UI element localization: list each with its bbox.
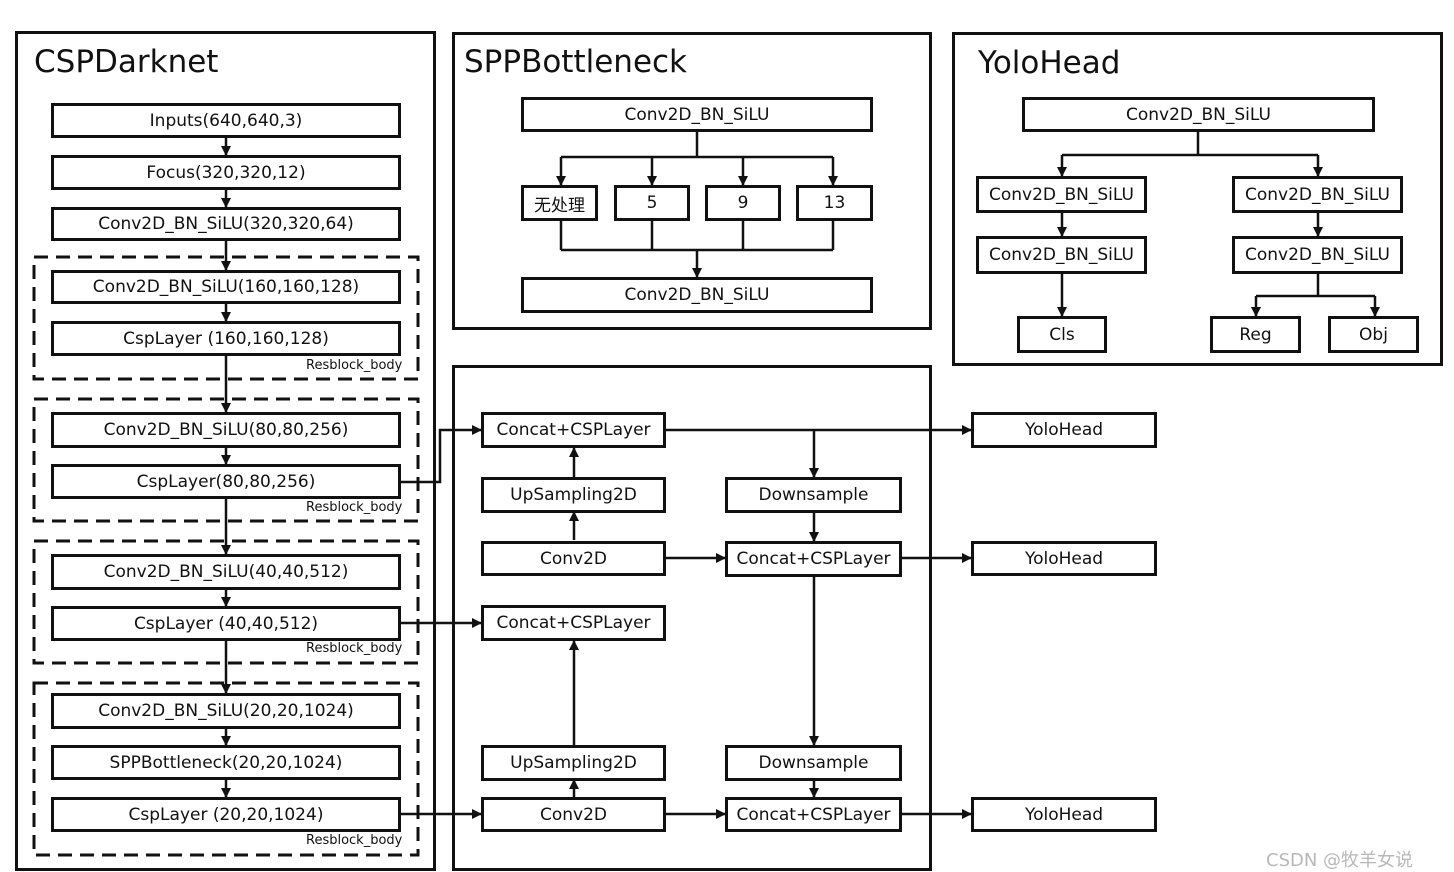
resblock-3-csp-label: CspLayer (40,40,512): [133, 613, 319, 634]
neck-concat-mid-label: Concat+CSPLayer: [496, 613, 651, 633]
resblock-4-spp-label: SPPBottleneck(20,20,1024): [109, 752, 343, 773]
yolohead-panel: [952, 32, 1443, 366]
resblock-4-label: Resblock_body: [304, 833, 405, 848]
head-cls-label: Cls: [1049, 324, 1075, 345]
neck-concat-pan-bottom-box: Concat+CSPLayer: [725, 797, 902, 832]
head-conv-top-box: Conv2D_BN_SiLU: [1022, 97, 1375, 132]
resblock-1-conv-box: Conv2D_BN_SiLU(160,160,128): [51, 270, 401, 304]
neck-concat-pan-bottom-label: Concat+CSPLayer: [736, 804, 891, 825]
neck-concat-top-box: Concat+CSPLayer: [481, 412, 666, 448]
neck-downsample-bottom-label: Downsample: [758, 753, 869, 773]
output-yolohead-2-box: YoloHead: [971, 541, 1157, 576]
neck-upsample-bottom-box: UpSampling2D: [481, 745, 666, 781]
resblock-1-csp-box: CspLayer (160,160,128): [51, 321, 401, 356]
resblock-group-4: [32, 681, 420, 857]
spp-branch-5-box: 5: [614, 185, 690, 221]
resblock-2-conv-label: Conv2D_BN_SiLU(80,80,256): [103, 420, 349, 440]
spp-conv-top-label: Conv2D_BN_SiLU: [624, 104, 770, 125]
spp-conv-top-box: Conv2D_BN_SiLU: [521, 97, 873, 132]
neck-concat-top-label: Concat+CSPLayer: [496, 420, 651, 440]
neck-downsample-top-box: Downsample: [725, 477, 902, 513]
resblock-group-2: [32, 397, 420, 523]
head-left-conv-1-box: Conv2D_BN_SiLU: [976, 176, 1147, 213]
head-reg-box: Reg: [1210, 316, 1301, 353]
output-yolohead-3-label: YoloHead: [1024, 804, 1104, 825]
head-reg-label: Reg: [1239, 324, 1272, 345]
spp-branch-13-box: 13: [796, 185, 873, 221]
neck-conv-mid-box: Conv2D: [481, 541, 666, 576]
neck-concat-pan-mid-label: Concat+CSPLayer: [736, 549, 891, 569]
inputs-box: Inputs(640,640,3): [51, 103, 401, 138]
head-cls-box: Cls: [1017, 316, 1107, 353]
resblock-3-csp-box: CspLayer (40,40,512): [51, 606, 401, 641]
resblock-4-conv-box: Conv2D_BN_SiLU(20,20,1024): [51, 693, 401, 729]
head-obj-label: Obj: [1359, 324, 1388, 345]
cspdarknet-title: CSPDarknet: [34, 44, 219, 80]
spp-branch-13-label: 13: [823, 193, 846, 213]
head-right-conv-2-box: Conv2D_BN_SiLU: [1232, 236, 1403, 274]
resblock-1-csp-label: CspLayer (160,160,128): [123, 328, 329, 349]
focus-label: Focus(320,320,12): [146, 162, 306, 183]
neck-conv-bottom-label: Conv2D: [539, 804, 607, 825]
spp-branch-9-label: 9: [737, 193, 749, 213]
head-left-conv-2-box: Conv2D_BN_SiLU: [976, 236, 1147, 274]
watermark: CSDN @牧羊女说: [1266, 850, 1414, 871]
head-right-conv-2-label: Conv2D_BN_SiLU: [1245, 245, 1390, 265]
spp-conv-bottom-box: Conv2D_BN_SiLU: [521, 277, 873, 313]
sppbottleneck-title: SPPBottleneck: [464, 44, 688, 80]
resblock-2-csp-box: CspLayer(80,80,256): [51, 464, 401, 499]
resblock-4-csp-label: CspLayer (20,20,1024): [128, 804, 324, 825]
sppbottleneck-panel: [452, 32, 932, 330]
resblock-2-conv-box: Conv2D_BN_SiLU(80,80,256): [51, 412, 401, 448]
neck-downsample-top-label: Downsample: [758, 485, 869, 505]
resblock-3-label: Resblock_body: [304, 641, 405, 656]
neck-conv-bottom-box: Conv2D: [481, 797, 666, 832]
neck-concat-pan-mid-box: Concat+CSPLayer: [725, 541, 902, 577]
resblock-4-csp-box: CspLayer (20,20,1024): [51, 797, 401, 832]
head-right-conv-1-box: Conv2D_BN_SiLU: [1232, 176, 1403, 213]
neck-upsample-bottom-label: UpSampling2D: [510, 753, 637, 773]
neck-upsample-top-label: UpSampling2D: [510, 485, 637, 505]
resblock-3-conv-label: Conv2D_BN_SiLU(40,40,512): [103, 562, 349, 582]
output-yolohead-1-label: YoloHead: [1024, 420, 1104, 440]
resblock-4-conv-label: Conv2D_BN_SiLU(20,20,1024): [98, 701, 354, 721]
resblock-3-conv-box: Conv2D_BN_SiLU(40,40,512): [51, 554, 401, 590]
resblock-group-3: [32, 539, 420, 665]
neck-conv-mid-label: Conv2D: [539, 548, 607, 569]
output-yolohead-2-label: YoloHead: [1024, 548, 1104, 569]
head-left-conv-1-label: Conv2D_BN_SiLU: [989, 184, 1134, 205]
neck-downsample-bottom-box: Downsample: [725, 745, 902, 781]
resblock-4-spp-box: SPPBottleneck(20,20,1024): [51, 745, 401, 780]
spp-branch-identity-box: 无处理: [521, 185, 598, 221]
resblock-1-conv-label: Conv2D_BN_SiLU(160,160,128): [92, 277, 360, 297]
neck-concat-mid-box: Concat+CSPLayer: [481, 605, 666, 641]
inputs-label: Inputs(640,640,3): [149, 110, 303, 131]
conv-stem-label: Conv2D_BN_SiLU(320,320,64): [98, 214, 354, 234]
neck-upsample-top-box: UpSampling2D: [481, 477, 666, 513]
head-left-conv-2-label: Conv2D_BN_SiLU: [989, 245, 1134, 265]
resblock-1-label: Resblock_body: [304, 358, 405, 373]
spp-branch-5-label: 5: [646, 193, 658, 213]
spp-branch-9-box: 9: [705, 185, 781, 221]
resblock-2-csp-label: CspLayer(80,80,256): [136, 471, 316, 492]
conv-stem-box: Conv2D_BN_SiLU(320,320,64): [51, 207, 401, 241]
focus-box: Focus(320,320,12): [51, 155, 401, 190]
head-right-conv-1-label: Conv2D_BN_SiLU: [1245, 184, 1390, 205]
spp-branch-identity-label: 无处理: [534, 195, 585, 216]
head-conv-top-label: Conv2D_BN_SiLU: [1126, 104, 1271, 125]
output-yolohead-3-box: YoloHead: [971, 797, 1157, 832]
resblock-2-label: Resblock_body: [304, 500, 405, 515]
spp-conv-bottom-label: Conv2D_BN_SiLU: [624, 285, 770, 305]
resblock-group-1: [32, 255, 420, 381]
output-yolohead-1-box: YoloHead: [971, 412, 1157, 448]
head-obj-box: Obj: [1328, 316, 1419, 353]
yolohead-title: YoloHead: [978, 45, 1121, 81]
